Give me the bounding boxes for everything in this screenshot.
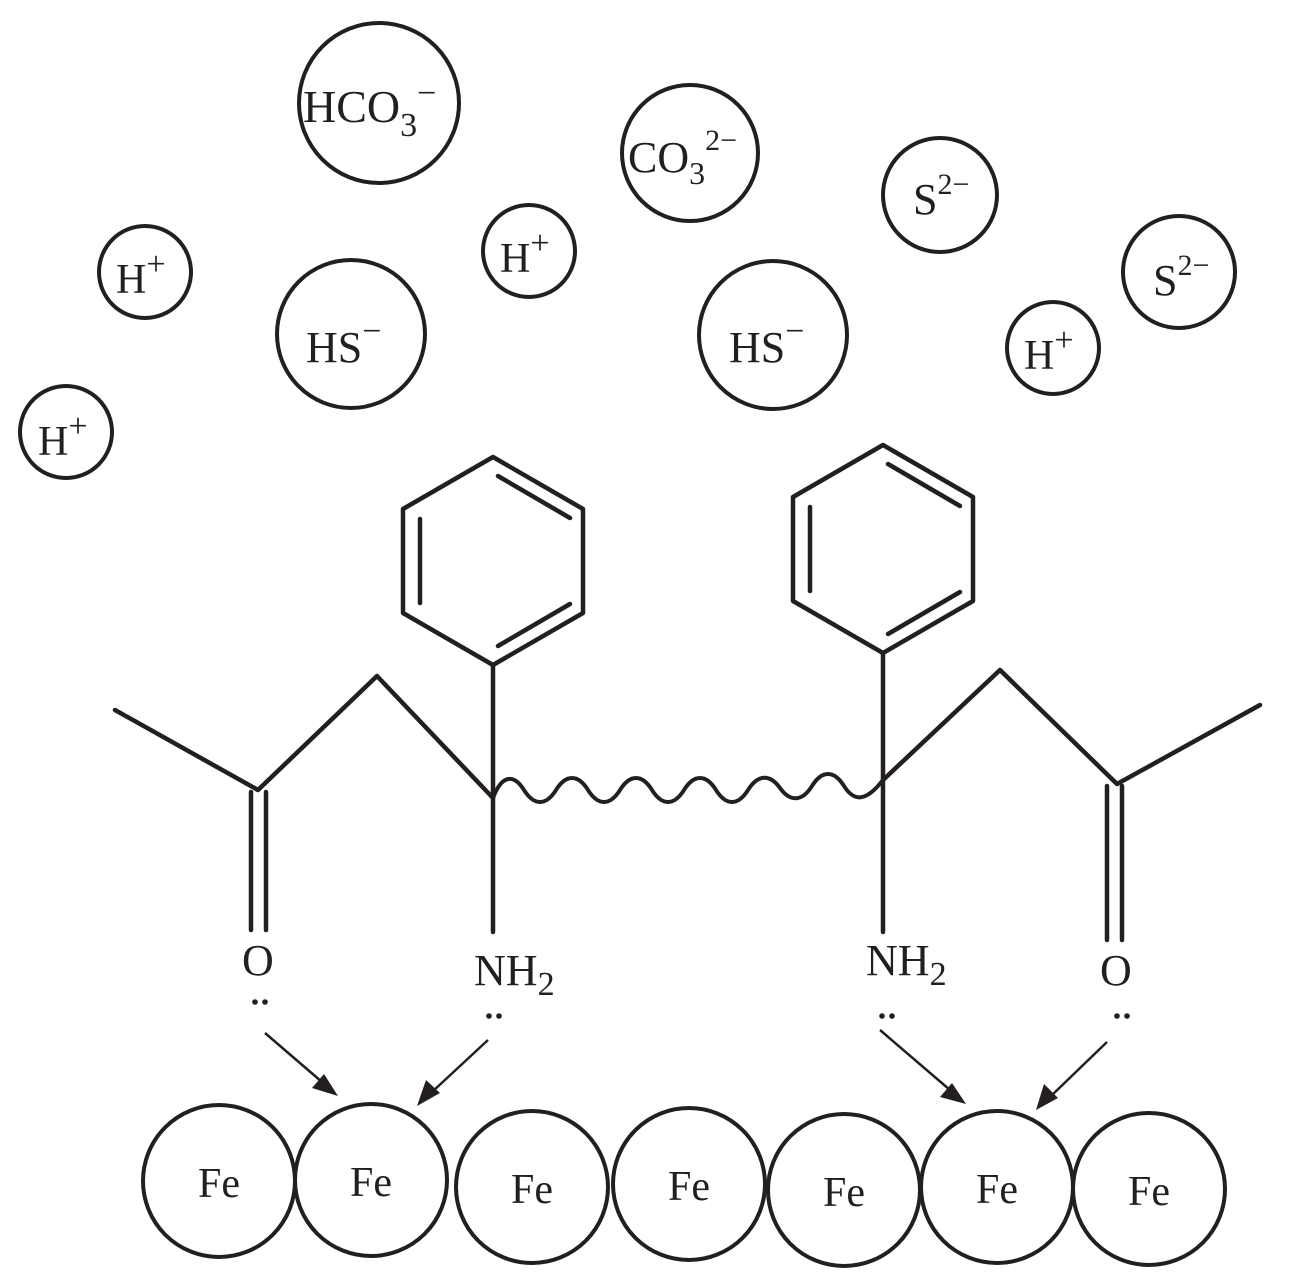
- ion-label: H: [1024, 333, 1054, 379]
- ion-label: HS: [729, 323, 785, 372]
- fe-atom: Fe: [454, 1109, 610, 1265]
- coordination-arrow-o-right: [1036, 1041, 1108, 1110]
- svg-text:S2−: S2−: [913, 168, 969, 224]
- svg-text:Fe: Fe: [668, 1164, 710, 1210]
- ion-hs-left: HS−: [275, 258, 427, 410]
- svg-text:HS−: HS−: [306, 313, 381, 372]
- fe-atom: Fe: [611, 1106, 767, 1262]
- ion-label: HCO: [303, 81, 400, 132]
- svg-text:Fe: Fe: [976, 1167, 1018, 1213]
- svg-text:H+: H+: [1024, 322, 1074, 379]
- amine-group-left: NH2: [474, 946, 555, 1003]
- ion-label: H: [500, 236, 530, 282]
- fe-atom: Fe: [919, 1109, 1075, 1265]
- amine-group-right: NH2: [866, 936, 947, 993]
- ion-charge: +: [1054, 322, 1073, 359]
- ion-co3: CO32−: [620, 83, 760, 223]
- coordination-arrow-n-left: [417, 1039, 489, 1106]
- coordination-arrow-n-right: [879, 1029, 966, 1104]
- benzene-ring-right: [790, 442, 976, 656]
- ion-hco3: HCO3−: [297, 21, 461, 185]
- svg-text:H+: H+: [38, 408, 88, 465]
- iron-surface: Fe Fe Fe Fe Fe Fe Fe: [141, 1102, 1227, 1268]
- coordination-arrow-o-left: [264, 1032, 338, 1096]
- svg-text:Fe: Fe: [511, 1167, 553, 1213]
- lone-pair-left-o: [252, 999, 268, 1005]
- ion-charge: +: [530, 225, 549, 262]
- svg-text:HS−: HS−: [729, 313, 804, 372]
- svg-text:Fe: Fe: [1128, 1169, 1170, 1215]
- ion-label: HS: [306, 323, 362, 372]
- ion-charge: −: [362, 313, 381, 350]
- ion-label: H: [38, 419, 68, 465]
- svg-text:S2−: S2−: [1153, 249, 1209, 305]
- inhibitor-molecule: O NH2 NH2 O: [112, 442, 1263, 1019]
- svg-text:CO32−: CO32−: [628, 124, 737, 191]
- ion-charge: 2−: [937, 168, 969, 201]
- svg-text:Fe: Fe: [350, 1160, 392, 1206]
- ion-s2-upper: S2−: [881, 136, 999, 254]
- ion-charge: 2−: [1177, 249, 1209, 282]
- fe-atom: Fe: [766, 1112, 922, 1268]
- ion-charge: −: [417, 75, 436, 112]
- ion-subscript: 3: [400, 107, 417, 144]
- ion-label: S: [1153, 256, 1177, 305]
- svg-text:HCO3−: HCO3−: [303, 75, 436, 144]
- ion-hs-right: HS−: [697, 259, 849, 411]
- carbon-chain-right: [880, 650, 1263, 943]
- ion-s2-right: S2−: [1121, 214, 1237, 330]
- benzene-ring-left: [400, 454, 586, 668]
- lone-pair-right-n: [879, 1013, 895, 1019]
- ion-label: H: [116, 257, 146, 303]
- carbon-chain-left: [112, 662, 496, 935]
- ion-h-plus-left: H+: [97, 224, 193, 320]
- ion-h-plus-right: H+: [1005, 300, 1101, 396]
- ion-charge: +: [146, 246, 165, 283]
- ion-h-plus-lower-left: H+: [18, 384, 114, 480]
- svg-text:H+: H+: [116, 246, 166, 303]
- fe-atom: Fe: [293, 1102, 449, 1258]
- ion-charge: 2−: [705, 124, 737, 157]
- ion-label: S: [913, 175, 937, 224]
- ion-charge: −: [785, 313, 804, 350]
- ion-subscript: 3: [689, 155, 705, 191]
- ion-h-plus-center: H+: [481, 203, 577, 299]
- lone-pair-right-o: [1114, 1013, 1130, 1019]
- fe-atom: Fe: [1071, 1111, 1227, 1267]
- fe-atom: Fe: [141, 1103, 297, 1259]
- lone-pair-left-n: [486, 1013, 502, 1019]
- svg-text:H+: H+: [500, 225, 550, 282]
- ion-charge: +: [68, 408, 87, 445]
- carbonyl-oxygen-left: O: [242, 936, 274, 985]
- ion-label: CO: [628, 133, 689, 182]
- carbonyl-oxygen-right: O: [1100, 946, 1132, 995]
- svg-text:Fe: Fe: [198, 1161, 240, 1207]
- svg-text:Fe: Fe: [823, 1170, 865, 1216]
- polymer-backbone-wavy: [491, 772, 885, 804]
